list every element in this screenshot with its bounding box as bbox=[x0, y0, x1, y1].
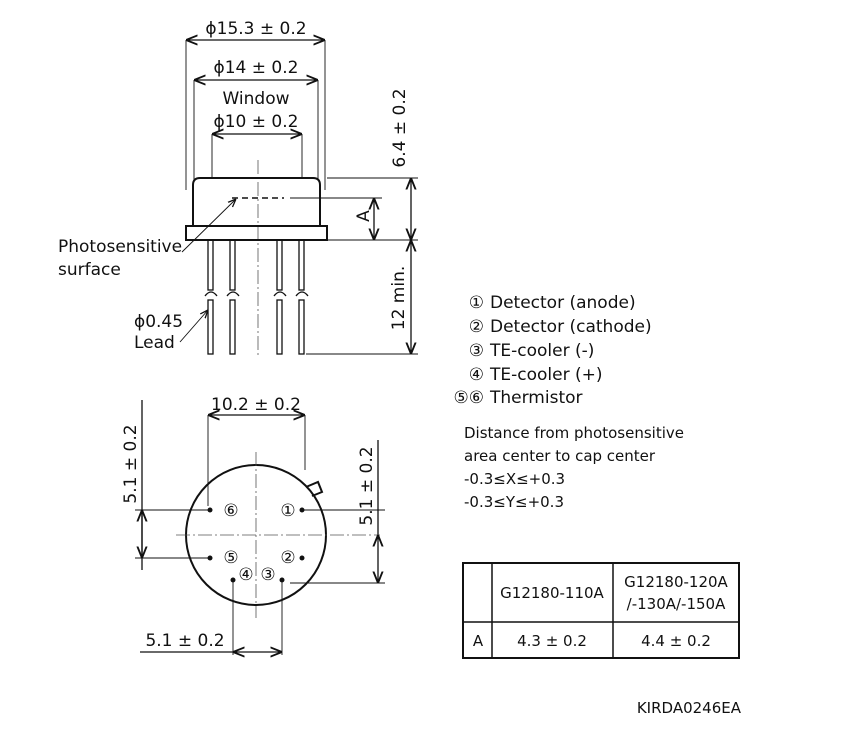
bottom-view: 10.2 ± 0.2 5.1 ± 0.2 5.1 ± 0.2 5.1 ± 0.2 bbox=[121, 395, 385, 655]
pin-label-1: ① bbox=[280, 501, 295, 521]
table-row-label: A bbox=[473, 632, 484, 650]
dim-a: A bbox=[354, 210, 374, 222]
table-cell-120a: 4.4 ± 0.2 bbox=[641, 632, 711, 650]
dim-cap-outer: ϕ15.3 ± 0.2 bbox=[205, 19, 306, 39]
pin-label-5: ⑤ bbox=[223, 548, 238, 568]
table-header-110a: G12180-110A bbox=[500, 584, 604, 602]
dim-lead-length: 12 min. bbox=[389, 266, 409, 331]
table-cell-110a: 4.3 ± 0.2 bbox=[517, 632, 587, 650]
pin-1-num: ① bbox=[469, 293, 484, 313]
pin-3-num: ③ bbox=[469, 341, 484, 361]
side-view: ϕ15.3 ± 0.2 ϕ14 ± 0.2 Window ϕ10 ± 0.2 6… bbox=[58, 19, 418, 355]
pin-2-num: ② bbox=[469, 317, 484, 337]
table-header-120a-line2: /-130A/-150A bbox=[627, 595, 726, 613]
pin-1-text: Detector (anode) bbox=[490, 293, 636, 313]
dim-height: 6.4 ± 0.2 bbox=[390, 88, 410, 167]
dim-bottom-top: 10.2 ± 0.2 bbox=[211, 395, 301, 415]
photosensitive-label: Photosensitive bbox=[58, 237, 182, 257]
drawing-code: KIRDA0246EA bbox=[637, 699, 742, 717]
leads bbox=[204, 239, 309, 355]
dim-window: ϕ10 ± 0.2 bbox=[214, 112, 299, 132]
distance-note-line-4: -0.3≤Y≤+0.3 bbox=[464, 493, 564, 511]
pin-56-num: ⑤⑥ bbox=[454, 388, 484, 408]
dim-cap-inner: ϕ14 ± 0.2 bbox=[214, 58, 299, 78]
pin-labels: ① ② ③ ④ ⑤ ⑥ bbox=[223, 501, 295, 585]
pin-label-3: ③ bbox=[260, 565, 275, 585]
table-header-120a-line1: G12180-120A bbox=[624, 573, 728, 591]
pin-56-text: Thermistor bbox=[489, 388, 583, 408]
dim-bottom-left: 5.1 ± 0.2 bbox=[121, 424, 141, 503]
pin-label-6: ⑥ bbox=[223, 501, 238, 521]
distance-note-line-1: Distance from photosensitive bbox=[464, 424, 684, 442]
window-label: Window bbox=[222, 89, 289, 109]
pin-3-text: TE-cooler (-) bbox=[489, 341, 594, 361]
dim-bottom-bottom: 5.1 ± 0.2 bbox=[145, 631, 224, 651]
pin-legend: ① Detector (anode) ② Detector (cathode) … bbox=[454, 293, 652, 408]
dim-bottom-right: 5.1 ± 0.2 bbox=[357, 446, 377, 525]
pin-label-4: ④ bbox=[238, 565, 253, 585]
pin-4-num: ④ bbox=[469, 365, 484, 385]
distance-note-line-3: -0.3≤X≤+0.3 bbox=[464, 470, 565, 488]
variant-table: G12180-110A G12180-120A /-130A/-150A A 4… bbox=[462, 562, 740, 659]
lead-label: Lead bbox=[134, 333, 175, 353]
pin-4-text: TE-cooler (+) bbox=[489, 365, 603, 385]
pin-2-text: Detector (cathode) bbox=[490, 317, 652, 337]
pin-label-2: ② bbox=[280, 548, 295, 568]
distance-note: Distance from photosensitive area center… bbox=[464, 424, 684, 511]
distance-note-line-2: area center to cap center bbox=[464, 447, 656, 465]
lead-diameter-label: ϕ0.45 bbox=[134, 312, 183, 332]
photosensitive-label-2: surface bbox=[58, 260, 121, 280]
